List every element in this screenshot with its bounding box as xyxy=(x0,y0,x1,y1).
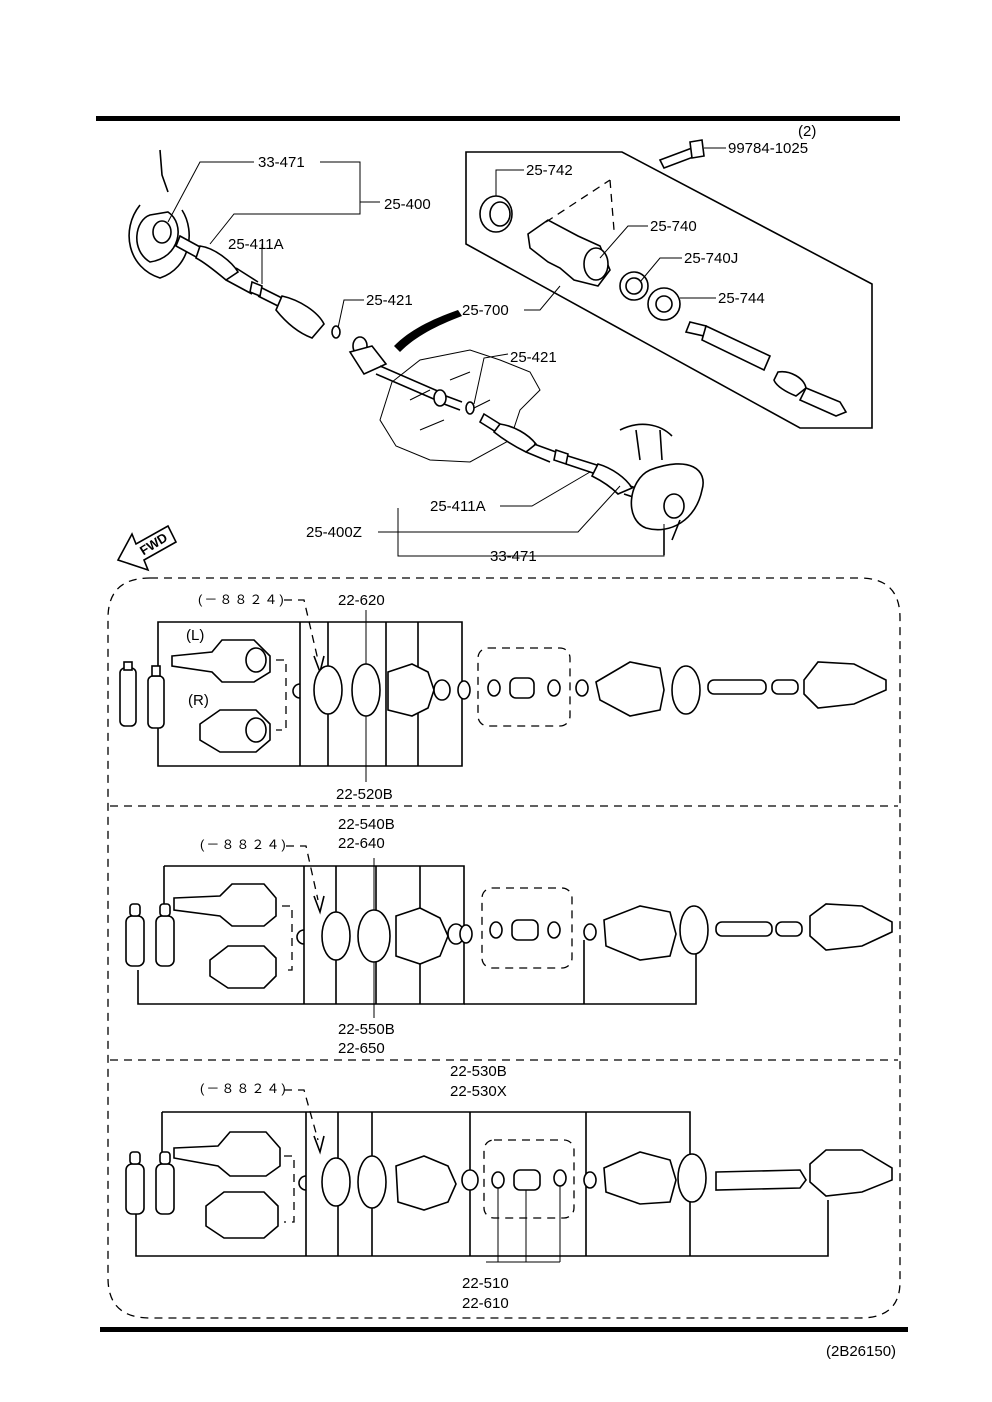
label-clip-b: 25-421 xyxy=(510,349,557,366)
fwd-arrow: FWD xyxy=(116,524,178,572)
label-driveshaft-right: 25-400Z xyxy=(306,524,362,541)
driveshaft-right xyxy=(478,412,661,505)
label-joint-shaft-asm: 25-700 xyxy=(462,302,509,319)
footer-code: (2B26150) xyxy=(826,1343,896,1360)
lower-panel-frame xyxy=(107,577,901,1319)
panel3-top-label-1: 22-530B xyxy=(450,1063,507,1080)
label-cv-left: 25-411A xyxy=(228,236,284,253)
label-snap-ring: 25-744 xyxy=(718,290,765,307)
label-bearing: 25-740J xyxy=(684,250,738,267)
hub-nut-right xyxy=(663,493,685,519)
panel1-side-l: (L) xyxy=(186,627,204,644)
panel1-bottom-label: 22-520B xyxy=(336,786,393,803)
driveshaft-left xyxy=(174,234,341,339)
bottom-rule xyxy=(100,1327,908,1332)
inset-box xyxy=(465,151,873,429)
label-cv-right: 25-411A xyxy=(430,498,486,515)
upper-exploded-view: FWD xyxy=(116,139,873,572)
panel1-serial: (－８８２４) xyxy=(198,592,286,607)
label-seal: 25-742 xyxy=(526,162,573,179)
panel2-serial: (－８８２４) xyxy=(200,837,288,852)
top-rule xyxy=(96,116,900,121)
panel-1 xyxy=(119,599,887,782)
label-bracket: 25-740 xyxy=(650,218,697,235)
panel3-serial: (－８８２４) xyxy=(200,1081,288,1096)
panel3-bottom-label-2: 22-610 xyxy=(462,1295,509,1312)
intermediate-shaft xyxy=(348,336,475,415)
label-driveshaft-left: 25-400 xyxy=(384,196,431,213)
panel3-bottom-label-1: 22-510 xyxy=(462,1275,509,1292)
hub-nut-left xyxy=(152,220,172,244)
panel2-bottom-label-2: 22-650 xyxy=(338,1040,385,1057)
panel1-top-label: 22-620 xyxy=(338,592,385,609)
label-hub-nut-left: 33-471 xyxy=(258,154,305,171)
label-bolt: 99784-1025 xyxy=(728,140,808,157)
label-hub-nut-right: 33-471 xyxy=(490,548,537,565)
label-clip-a: 25-421 xyxy=(366,292,413,309)
label-bolt-qty: (2) xyxy=(798,123,816,140)
panel2-bottom-label-1: 22-550B xyxy=(338,1021,395,1038)
panel-2 xyxy=(125,845,893,1018)
joint-shaft-asm xyxy=(479,139,848,417)
panel2-top-label-2: 22-640 xyxy=(338,835,385,852)
panel1-side-r: (R) xyxy=(188,692,209,709)
panel-3 xyxy=(125,1089,893,1263)
panel2-top-label-1: 22-540B xyxy=(338,816,395,833)
panel3-top-label-2: 22-530X xyxy=(450,1083,507,1100)
